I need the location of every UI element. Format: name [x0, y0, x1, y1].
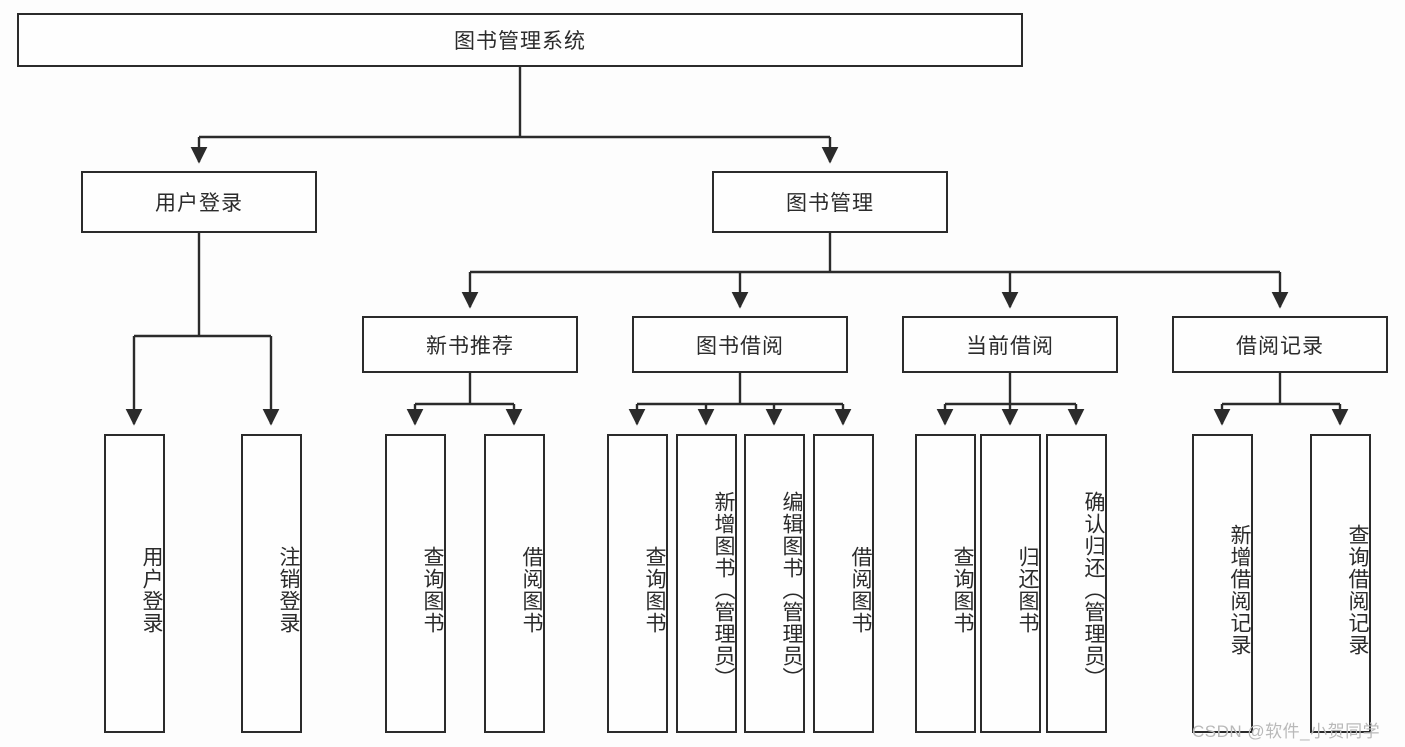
node-leaf-label: 借阅图书	[520, 545, 543, 634]
node-user-login-label: 用户登录	[155, 192, 243, 215]
node-new-book-recommend[interactable]: 新书推荐	[362, 316, 578, 373]
node-leaf-label: 新增图书（管理员）	[712, 490, 735, 689]
node-borrow-record-label: 借阅记录	[1236, 334, 1324, 358]
watermark: CSDN @软件_小贺同学	[1192, 722, 1381, 741]
node-leaf-label: 归还图书	[1016, 545, 1039, 634]
node-leaf-new-book-2[interactable]: 借阅图书	[484, 434, 545, 733]
node-leaf-label: 查询借阅记录	[1346, 523, 1369, 656]
node-book-borrow[interactable]: 图书借阅	[632, 316, 848, 373]
node-user-login[interactable]: 用户登录	[81, 171, 317, 233]
node-leaf-label: 新增借阅记录	[1228, 523, 1251, 656]
node-leaf-label: 确认归还（管理员）	[1082, 490, 1105, 689]
node-leaf-user-login-1[interactable]: 用户登录	[104, 434, 165, 733]
node-current-borrow-label: 当前借阅	[966, 334, 1054, 358]
node-leaf-current-borrow-1[interactable]: 查询图书	[915, 434, 976, 733]
node-book-management[interactable]: 图书管理	[712, 171, 948, 233]
node-new-book-recommend-label: 新书推荐	[426, 334, 514, 358]
node-leaf-book-borrow-3[interactable]: 编辑图书（管理员）	[744, 434, 805, 733]
node-leaf-current-borrow-2[interactable]: 归还图书	[980, 434, 1041, 733]
node-leaf-label: 编辑图书（管理员）	[780, 490, 803, 689]
node-leaf-user-login-2[interactable]: 注销登录	[241, 434, 302, 733]
node-leaf-label: 查询图书	[951, 545, 974, 634]
node-root-label: 图书管理系统	[454, 30, 586, 53]
node-borrow-record[interactable]: 借阅记录	[1172, 316, 1388, 373]
node-leaf-book-borrow-1[interactable]: 查询图书	[607, 434, 668, 733]
node-leaf-borrow-record-1[interactable]: 新增借阅记录	[1192, 434, 1253, 733]
node-leaf-label: 借阅图书	[849, 545, 872, 634]
node-book-borrow-label: 图书借阅	[696, 334, 784, 358]
node-leaf-book-borrow-2[interactable]: 新增图书（管理员）	[676, 434, 737, 733]
node-leaf-label: 查询图书	[643, 545, 666, 634]
node-current-borrow[interactable]: 当前借阅	[902, 316, 1118, 373]
node-leaf-label: 用户登录	[140, 545, 163, 634]
node-leaf-book-borrow-4[interactable]: 借阅图书	[813, 434, 874, 733]
node-book-management-label: 图书管理	[786, 192, 874, 215]
node-root[interactable]: 图书管理系统	[17, 13, 1023, 67]
node-leaf-label: 注销登录	[277, 545, 300, 634]
node-leaf-borrow-record-2[interactable]: 查询借阅记录	[1310, 434, 1371, 733]
node-leaf-label: 查询图书	[421, 545, 444, 634]
node-leaf-current-borrow-3[interactable]: 确认归还（管理员）	[1046, 434, 1107, 733]
node-leaf-new-book-1[interactable]: 查询图书	[385, 434, 446, 733]
